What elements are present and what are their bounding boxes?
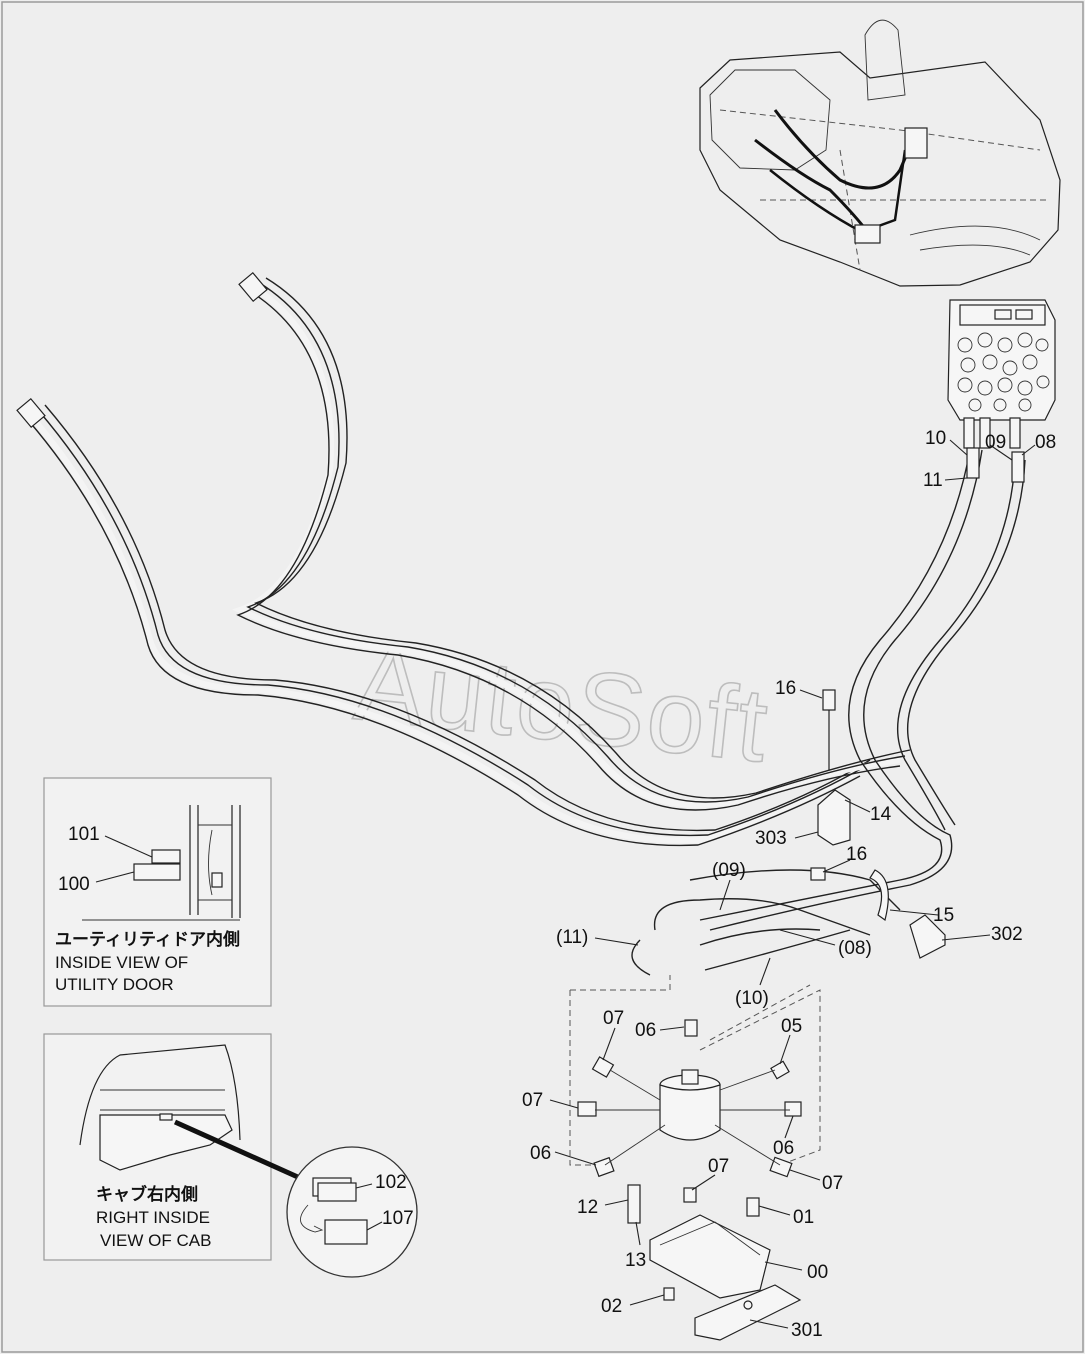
callout-15: 15	[933, 905, 954, 926]
callout-labels: 10 09 08 11 16 14 303 16 15 302 (09) (11…	[522, 428, 1056, 1341]
callout-02: 02	[601, 1296, 622, 1317]
label-100: 100	[58, 874, 90, 895]
caption-en-cab-2: VIEW OF CAB	[100, 1231, 211, 1250]
label-102: 102	[375, 1172, 407, 1193]
valve-block	[947, 299, 1056, 449]
inset-utility-door: 101 100 ユーティリティドア内側 INSIDE VIEW OF UTILI…	[43, 777, 272, 1007]
caption-en-utility-1: INSIDE VIEW OF	[55, 953, 188, 972]
callout-10-top: 10	[925, 428, 946, 449]
hose-bundle	[16, 271, 1026, 976]
callout-14: 14	[870, 804, 892, 825]
inset-cab: 102 107 キャブ右内側 RIGHT INSIDE VIEW OF CAB	[43, 1033, 418, 1278]
callout-07-b: 07	[522, 1090, 543, 1111]
callout-303: 303	[755, 828, 787, 849]
caption-jp-utility: ユーティリティドア内側	[55, 929, 240, 950]
callout-07-a: 07	[603, 1008, 624, 1029]
callout-01: 01	[793, 1207, 814, 1228]
callout-00: 00	[807, 1262, 828, 1283]
callout-05: 05	[781, 1016, 802, 1037]
swivel-assembly	[569, 975, 821, 1341]
caption-en-utility-2: UTILITY DOOR	[55, 975, 174, 994]
label-101: 101	[68, 824, 100, 845]
callout-302: 302	[991, 924, 1023, 945]
callout-301: 301	[791, 1320, 823, 1341]
callout-06-b: 06	[773, 1138, 794, 1159]
machine-overview	[699, 19, 1061, 287]
leader-lines	[549, 439, 1036, 1329]
callout-16-b: 16	[846, 844, 867, 865]
caption-jp-cab: キャブ右内側	[96, 1184, 198, 1205]
callout-09-top: 09	[985, 432, 1006, 453]
callout-08-top: 08	[1035, 432, 1056, 453]
callout-11-top: 11	[923, 470, 943, 491]
callout-07-c: 07	[822, 1173, 843, 1194]
callout-06-a: 06	[635, 1020, 656, 1041]
caption-en-cab-1: RIGHT INSIDE	[96, 1208, 210, 1227]
callout-10-paren: (10)	[735, 988, 769, 1009]
callout-11-paren: (11)	[556, 927, 588, 948]
callout-16-a: 16	[775, 678, 796, 699]
callout-08-paren: (08)	[838, 938, 872, 959]
callout-12: 12	[577, 1197, 598, 1218]
label-107: 107	[382, 1208, 414, 1229]
clamps	[810, 689, 946, 959]
callout-09-paren: (09)	[712, 860, 746, 881]
callout-07-d: 07	[708, 1156, 729, 1177]
callout-06-c: 06	[530, 1143, 551, 1164]
callout-13: 13	[625, 1250, 646, 1271]
